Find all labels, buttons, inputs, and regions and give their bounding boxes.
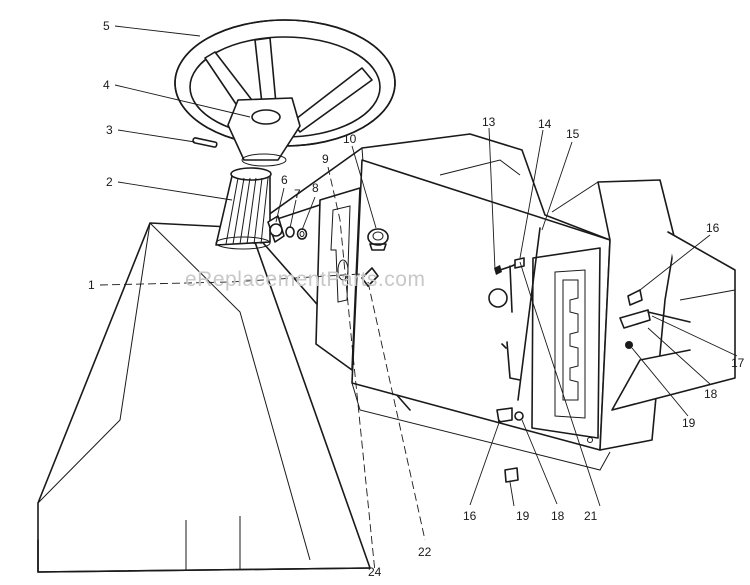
callout-18-upper: 18 <box>704 387 718 401</box>
callout-19-lower: 19 <box>516 509 530 523</box>
ignition-switch <box>267 215 285 243</box>
callout-7: 7 <box>294 187 301 201</box>
callout-5: 5 <box>103 19 110 33</box>
callout-3: 3 <box>106 123 113 137</box>
callout-10: 10 <box>343 132 357 146</box>
callout-17: 17 <box>731 356 745 370</box>
right-shift-plate <box>531 247 601 443</box>
throttle-lever <box>488 257 525 313</box>
steering-wheel <box>174 19 396 167</box>
callout-18-lower: 18 <box>551 509 565 523</box>
callout-16-upper: 16 <box>706 221 720 235</box>
callout-2: 2 <box>106 175 113 189</box>
callout-24: 24 <box>368 565 382 579</box>
callout-4: 4 <box>103 78 110 92</box>
callout-13: 13 <box>482 115 496 129</box>
callout-16-lower: 16 <box>463 509 477 523</box>
callout-9: 9 <box>322 152 329 166</box>
watermark-text: eReplacementParts.com <box>185 268 425 291</box>
callout-8: 8 <box>312 181 319 195</box>
right-linkage <box>619 289 691 349</box>
lower-linkage <box>496 227 541 483</box>
knob-10 <box>367 228 389 251</box>
callout-19-upper: 19 <box>682 416 696 430</box>
hood-body <box>37 222 411 573</box>
leader-lines <box>99 25 738 573</box>
callout-6: 6 <box>281 173 288 187</box>
nut-8 <box>296 228 308 240</box>
knob-22 <box>361 267 379 287</box>
callout-21: 21 <box>584 509 598 523</box>
callout-14: 14 <box>538 117 552 131</box>
callout-labels: 5 4 3 2 1 6 7 8 9 10 13 14 15 16 17 18 1… <box>88 19 745 579</box>
steering-tube <box>215 167 272 250</box>
roll-pin <box>192 137 218 148</box>
left-shift-plate <box>315 187 361 371</box>
callout-1: 1 <box>88 278 95 292</box>
lock-washer <box>285 226 295 238</box>
callout-15: 15 <box>566 127 580 141</box>
callout-22: 22 <box>418 545 432 559</box>
